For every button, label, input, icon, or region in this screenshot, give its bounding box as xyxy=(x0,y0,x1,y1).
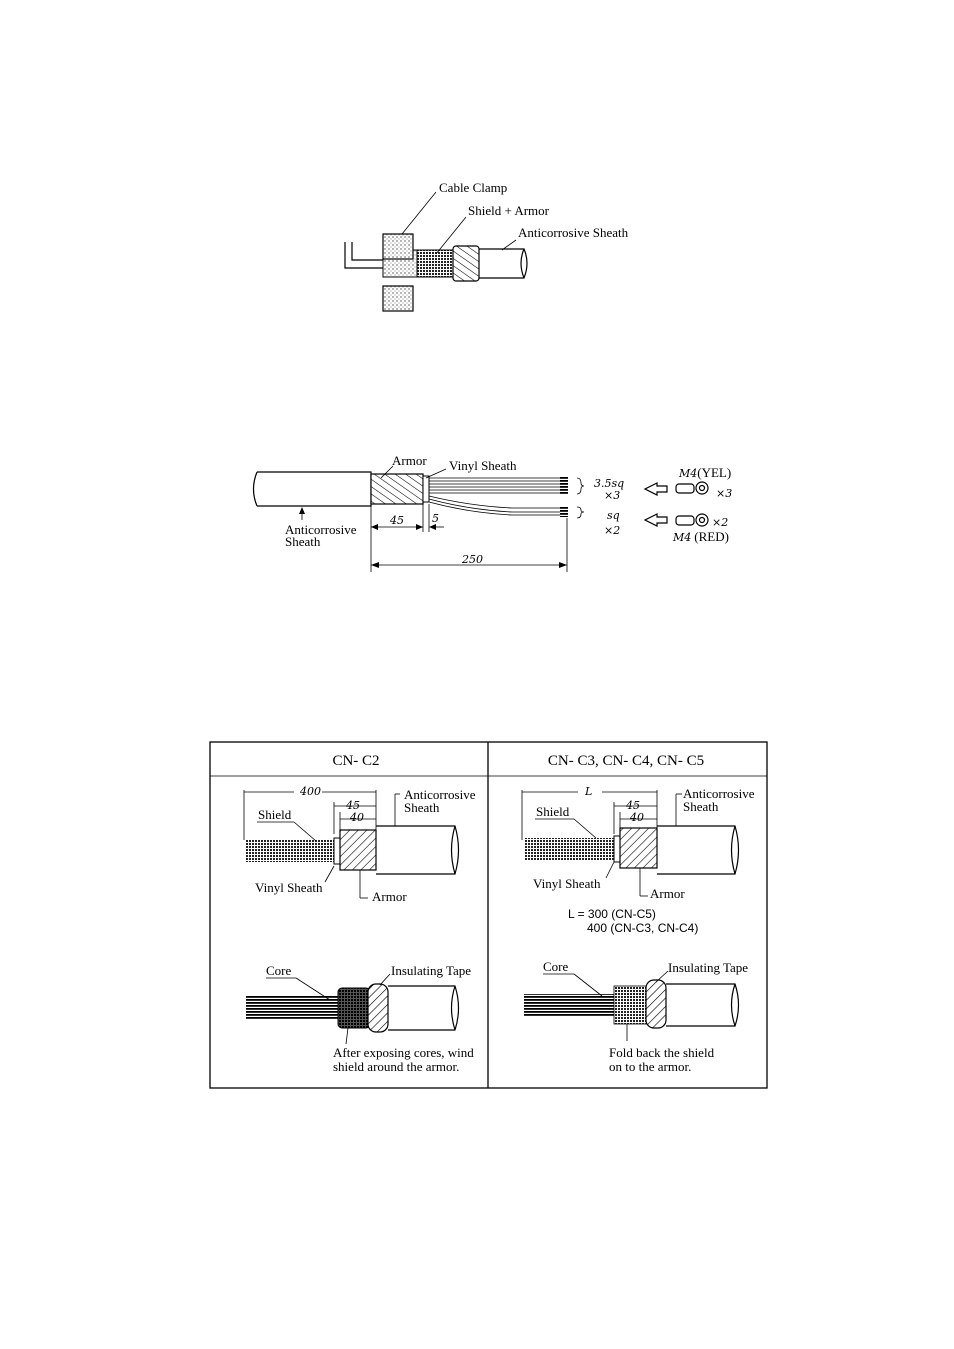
wire2-size: sq xyxy=(607,509,620,522)
dim-40: 40 xyxy=(349,811,364,824)
dim-total: 400 xyxy=(299,785,321,798)
label-anticorrosive: Anticorrosive xyxy=(683,786,755,801)
figure-cable-clamp: Cable Clamp Shield + Armor Anticorrosive… xyxy=(344,180,629,312)
note-line-2: shield around the armor. xyxy=(333,1059,459,1074)
label-anticorrosive: Anticorrosive xyxy=(404,787,476,802)
terminal1-count: ×3 xyxy=(716,487,732,500)
note-line-1: After exposing cores, wind xyxy=(333,1045,474,1060)
wire1-count: ×3 xyxy=(604,489,620,502)
right-stripping-diagram: L 45 40 Shield Anticorrosive Sheath Viny… xyxy=(521,785,755,935)
wire2-count: ×2 xyxy=(604,524,620,537)
terminal2-count: ×2 xyxy=(712,516,728,529)
label-armor: Armor xyxy=(372,889,407,904)
label-sheath: Sheath xyxy=(404,800,440,815)
label-vinyl-sheath: Vinyl Sheath xyxy=(533,876,601,891)
dim-250: 250 xyxy=(461,553,483,566)
dim-5: 5 xyxy=(432,512,439,525)
label-core: Core xyxy=(543,959,569,974)
label-armor: Armor xyxy=(392,453,427,468)
note-line-2: on to the armor. xyxy=(609,1059,691,1074)
label-anticorrosive-sheath: Anticorrosive Sheath xyxy=(518,225,629,240)
left-stripping-diagram: 400 45 40 Shield Anticorrosive Sheath Vi… xyxy=(243,785,476,904)
l-value-line-1: L = 300 (CN-C5) xyxy=(568,907,656,921)
label-sheath: Sheath xyxy=(683,799,719,814)
header-cn-c3-c4-c5: CN- C3, CN- C4, CN- C5 xyxy=(548,753,704,769)
label-insulating-tape: Insulating Tape xyxy=(391,963,471,978)
label-insulating-tape: Insulating Tape xyxy=(668,960,748,975)
right-taping-diagram: Core Insulating Tape Fold back the shiel… xyxy=(524,959,748,1074)
left-taping-diagram: Core Insulating Tape After exposing core… xyxy=(246,963,474,1074)
ring-terminal-icon xyxy=(675,481,709,495)
label-shield-armor: Shield + Armor xyxy=(468,203,550,218)
dim-total: L xyxy=(584,785,592,798)
dim-45: 45 xyxy=(345,799,360,812)
note-line-1: Fold back the shield xyxy=(609,1045,715,1060)
figure-cable-dimensions: Armor Vinyl Sheath Anticorrosive Sheath … xyxy=(252,453,732,572)
label-cable-clamp: Cable Clamp xyxy=(439,180,507,195)
label-armor: Armor xyxy=(650,886,685,901)
label-sheath: Sheath xyxy=(285,534,321,549)
instruction-table: CN- C2 CN- C3, CN- C4, CN- C5 400 xyxy=(209,741,768,1089)
terminal1-label: M4(YEL) xyxy=(678,465,731,480)
label-core: Core xyxy=(266,963,292,978)
dim-45: 45 xyxy=(389,514,404,527)
wire1-size: 3.5sq xyxy=(594,477,624,490)
dim-45: 45 xyxy=(625,799,640,812)
label-shield: Shield xyxy=(258,807,292,822)
dim-40: 40 xyxy=(629,811,644,824)
label-shield: Shield xyxy=(536,804,570,819)
header-cn-c2: CN- C2 xyxy=(332,753,379,769)
l-value-line-2: 400 (CN-C3, CN-C4) xyxy=(587,921,698,935)
terminal2-label: M4(RED) xyxy=(672,529,729,544)
ring-terminal-icon xyxy=(675,513,709,527)
label-vinyl-sheath: Vinyl Sheath xyxy=(255,880,323,895)
label-anticorrosive: Anticorrosive xyxy=(285,522,357,537)
label-vinyl-sheath: Vinyl Sheath xyxy=(449,458,517,473)
